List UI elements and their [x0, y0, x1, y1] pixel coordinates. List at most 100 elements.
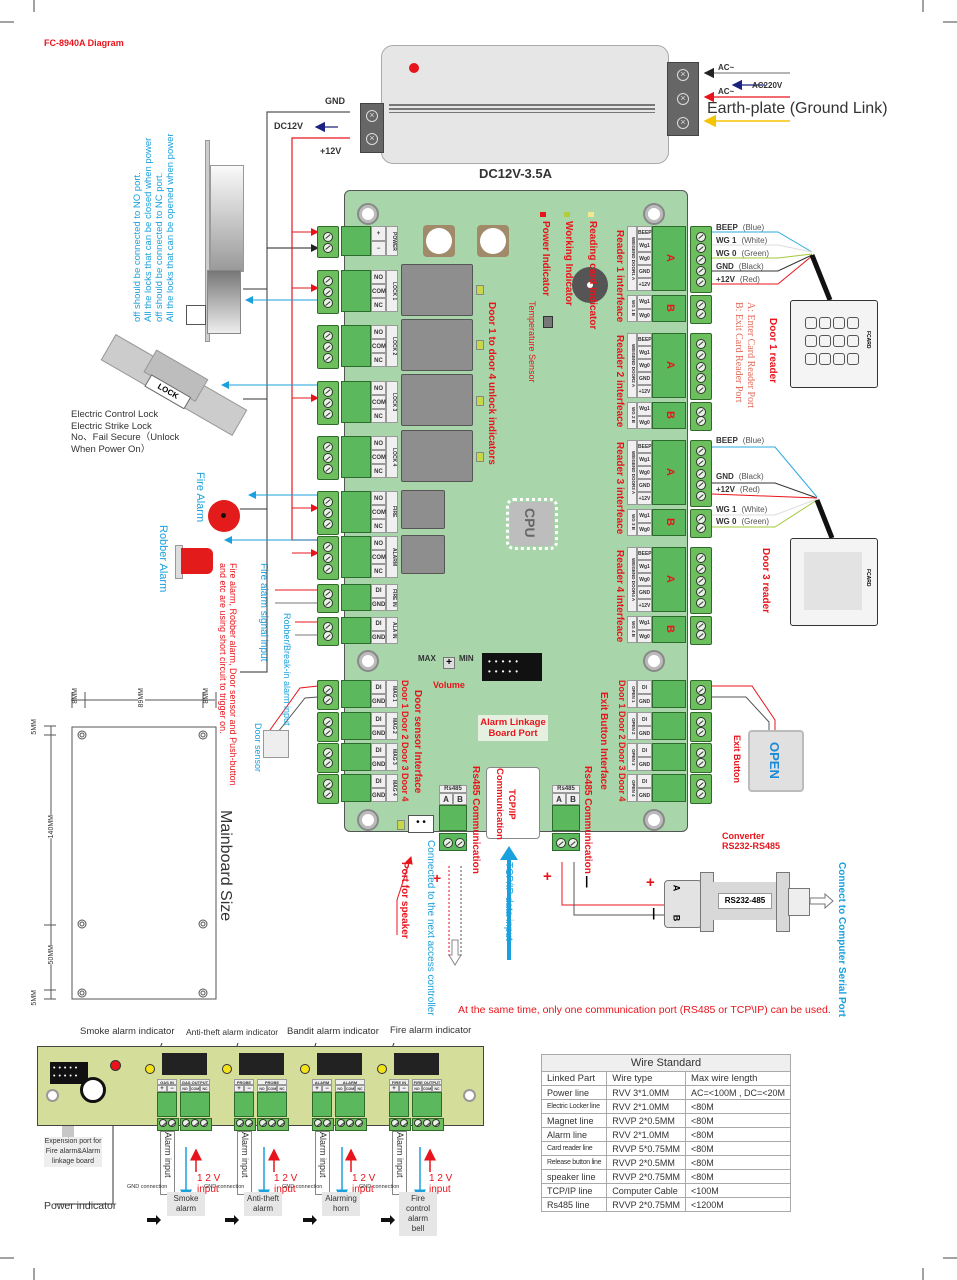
screw-icon	[400, 1119, 408, 1127]
screw-terminal[interactable]	[690, 440, 712, 507]
screw-icon	[323, 1119, 331, 1127]
gnd-connection-label: GND connection	[359, 1184, 400, 1190]
screw-terminal[interactable]	[317, 774, 339, 804]
screw-icon	[323, 758, 333, 768]
table-cell: Computer Cable	[606, 1183, 686, 1198]
volume-knob[interactable]: +	[443, 657, 455, 669]
screw-icon	[568, 838, 578, 848]
screw-terminal[interactable]	[312, 1118, 334, 1131]
screw-icon	[696, 513, 706, 524]
screw-terminal[interactable]	[180, 1118, 212, 1131]
dim-8mm-right: 8MM	[203, 688, 210, 704]
screw-terminal[interactable]	[690, 226, 712, 293]
pin-label: COM	[371, 284, 386, 298]
screw-terminal[interactable]	[690, 616, 712, 645]
rs485-port-left: Rs485 A B	[439, 785, 467, 865]
screw-icon	[696, 491, 706, 502]
screw-terminal[interactable]	[317, 712, 339, 742]
relay	[401, 264, 473, 316]
column-header: Wire type	[606, 1071, 686, 1086]
screw-terminal[interactable]	[317, 584, 339, 613]
screw-terminal[interactable]	[157, 1118, 179, 1131]
pin-label: DI	[637, 680, 652, 694]
pin-label: COM	[371, 395, 386, 409]
working-indicator-label: Working Indicator	[563, 221, 574, 306]
reading-indicator-led-icon	[588, 212, 594, 217]
earth-label: Earth-plate (Ground Link)	[707, 100, 888, 117]
magnet-lock-body	[210, 165, 244, 272]
screw-terminal[interactable]	[690, 743, 712, 773]
screw-icon	[696, 265, 706, 276]
speaker-port[interactable]: • •	[408, 815, 434, 833]
screw-terminal[interactable]	[257, 1118, 289, 1131]
alarm-board-wires	[180, 1147, 436, 1202]
screw-terminal[interactable]	[317, 270, 339, 314]
pin-label: GND	[371, 694, 386, 708]
screw-terminal[interactable]	[690, 680, 712, 710]
strike-lock-caption: Electric Control Lock Electric Strike Lo…	[71, 409, 180, 455]
screw-terminal[interactable]	[317, 325, 339, 369]
screw-terminal[interactable]	[335, 1118, 367, 1131]
psu-model: DC12V-3.5A	[479, 166, 552, 181]
screw-terminal[interactable]	[412, 1118, 444, 1131]
reader-2-label: Reader 2 interfeace	[614, 335, 625, 428]
gnd-connection-label: GND connection	[282, 1184, 323, 1190]
terminal-name: LOCK 1	[386, 270, 398, 312]
dim-140mm: 140MM	[48, 815, 55, 839]
screw-icon	[323, 353, 333, 364]
pin-label: Wg1	[637, 560, 652, 573]
screw-icon	[346, 1119, 354, 1127]
exit-button-device[interactable]: OPEN	[748, 730, 804, 792]
screw-terminal[interactable]	[690, 712, 712, 742]
volume-max-label: MAX	[418, 654, 436, 663]
terminal-name: LOCK 2	[386, 325, 398, 367]
screw-icon	[323, 386, 333, 397]
pin-label: DI	[371, 680, 386, 694]
port-letter: A	[664, 253, 676, 262]
screw-icon	[696, 231, 706, 242]
screw-terminal[interactable]	[317, 381, 339, 425]
screw-terminal[interactable]	[317, 617, 339, 646]
screw-terminal[interactable]	[690, 333, 712, 400]
screw-terminal[interactable]	[317, 743, 339, 773]
wire-label: WG 1(White)	[716, 236, 768, 245]
screw-terminal[interactable]	[317, 491, 339, 535]
screw-terminal[interactable]	[317, 226, 339, 258]
screw-terminal[interactable]	[690, 547, 712, 614]
pin-label: Wg1	[637, 239, 652, 252]
plus12v-label: +12V	[320, 146, 342, 156]
screw-icon	[696, 277, 706, 288]
screw-terminal[interactable]	[690, 402, 712, 431]
alarm-device-label: Alarming horn	[322, 1192, 360, 1216]
mount-hole	[359, 205, 377, 223]
screw-icon	[323, 748, 333, 758]
screw-icon	[696, 727, 706, 737]
screw-icon	[414, 1119, 422, 1127]
screw-icon	[268, 1119, 276, 1127]
screw-terminal[interactable]	[690, 509, 712, 538]
screw-terminal[interactable]	[317, 436, 339, 480]
screw-terminal[interactable]	[690, 774, 712, 804]
screw-icon	[696, 468, 706, 479]
wire-label: GND(Black)	[716, 262, 764, 271]
screw-terminal[interactable]	[234, 1118, 256, 1131]
pin-label: Wg0	[637, 522, 652, 536]
pin-label: −	[371, 241, 386, 256]
pin-label: Wg0	[637, 629, 652, 643]
screw-icon	[314, 1119, 322, 1127]
screw-terminal[interactable]	[317, 680, 339, 710]
screw-icon	[696, 243, 706, 254]
screw-terminal[interactable]	[389, 1118, 411, 1131]
table-cell: AC=<100M , DC=<20M	[684, 1085, 792, 1100]
screw-terminal[interactable]	[317, 536, 339, 580]
pin-label: DI	[637, 712, 652, 726]
screw-terminal[interactable]	[690, 295, 712, 324]
power-led-icon	[110, 1060, 121, 1071]
